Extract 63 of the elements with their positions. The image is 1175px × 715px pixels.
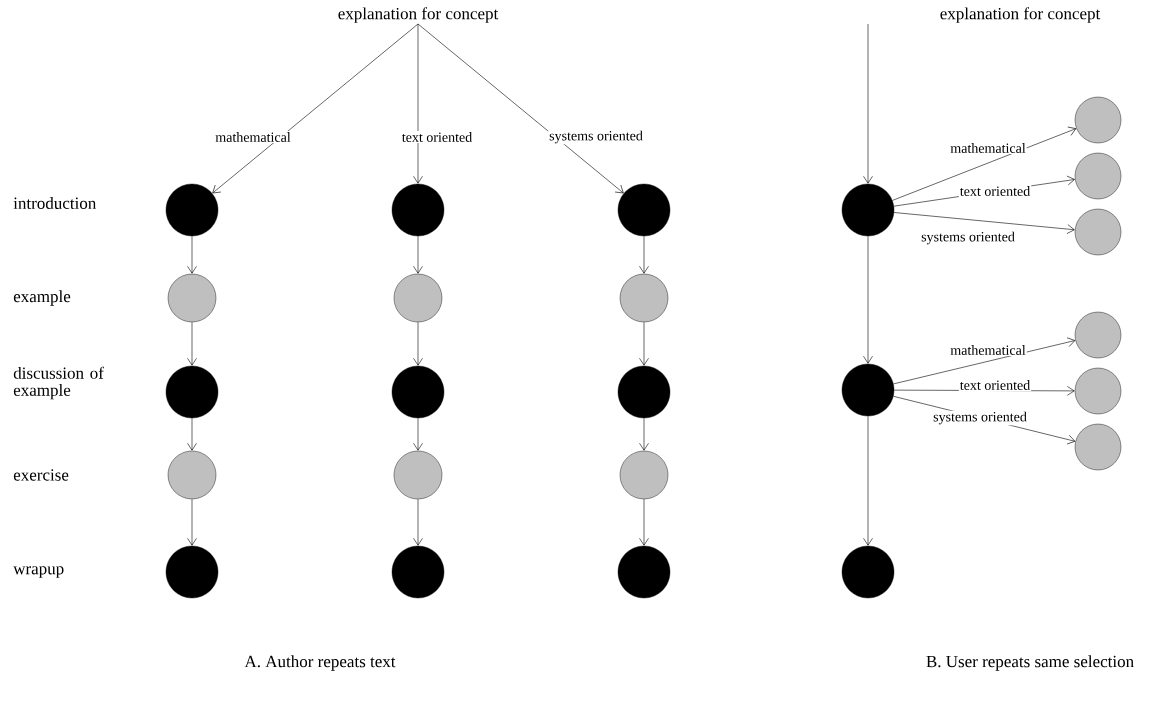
- arrow: [639, 417, 649, 451]
- edge-label: systems oriented: [548, 129, 644, 145]
- circle-node: [1074, 152, 1122, 200]
- circle-node: [391, 545, 445, 599]
- arrow: [187, 235, 197, 274]
- arrow: [893, 337, 1076, 385]
- row-label: wrapup: [13, 566, 64, 578]
- circle-node: [1074, 311, 1122, 359]
- circle-node: [617, 365, 671, 419]
- circle-node: [1074, 423, 1122, 471]
- circle-node: [167, 450, 217, 500]
- arrow: [417, 23, 624, 194]
- circle-node: [841, 545, 895, 599]
- circle-node: [165, 365, 219, 419]
- arrow: [893, 212, 1075, 234]
- circle-node: [841, 183, 895, 237]
- arrow: [413, 321, 423, 366]
- circle-node: [619, 273, 669, 323]
- arrow: [187, 417, 197, 451]
- arrow: [639, 235, 649, 274]
- edge-label: mathematical: [949, 142, 1027, 154]
- circle-node: [391, 183, 445, 237]
- circle-node: [393, 450, 443, 500]
- circle-node: [393, 273, 443, 323]
- edge-label: mathematical: [949, 344, 1027, 356]
- arrow: [187, 498, 197, 546]
- edge-label: text oriented: [400, 131, 474, 143]
- edge-label: text oriented: [958, 379, 1032, 391]
- circle-node: [617, 545, 671, 599]
- circle-node: [1074, 367, 1122, 415]
- arrow: [413, 23, 423, 184]
- arrow: [863, 235, 873, 364]
- arrow: [639, 321, 649, 366]
- circle-node: [165, 183, 219, 237]
- circle-node: [617, 183, 671, 237]
- arrow: [187, 321, 197, 366]
- edge-label: systems oriented: [920, 230, 1016, 246]
- arrow: [892, 126, 1077, 201]
- circle-node: [619, 450, 669, 500]
- edge-label: text oriented: [958, 185, 1032, 197]
- caption: A. Author repeats text: [244, 655, 396, 671]
- circle-node: [391, 365, 445, 419]
- arrow: [863, 23, 873, 184]
- circle-node: [1074, 208, 1122, 256]
- row-label: exercise: [13, 469, 69, 481]
- circle-node: [841, 363, 895, 417]
- heading-text: explanation for concept: [338, 7, 499, 23]
- arrow: [212, 23, 419, 194]
- arrow: [413, 235, 423, 274]
- circle-node: [167, 273, 217, 323]
- arrow: [413, 417, 423, 451]
- row-label: introduction: [13, 197, 97, 209]
- arrow: [413, 498, 423, 546]
- row-label: example: [13, 290, 71, 306]
- circle-node: [1074, 96, 1122, 144]
- arrow: [639, 498, 649, 546]
- arrow: [863, 415, 873, 546]
- circle-node: [165, 545, 219, 599]
- caption: B. User repeats same selection: [926, 655, 1134, 671]
- heading-text: explanation for concept: [940, 7, 1101, 23]
- row-label: discussion of example: [13, 366, 104, 400]
- edge-label: mathematical: [214, 131, 292, 143]
- edge-label: systems oriented: [932, 410, 1028, 426]
